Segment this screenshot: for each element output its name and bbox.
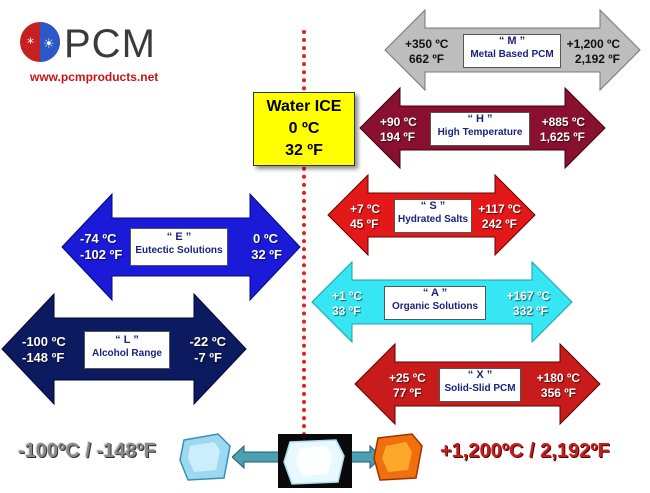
e-right-fahrenheit: 32 ºF: [251, 247, 282, 262]
l-right-fahrenheit: -7 ºF: [194, 350, 222, 365]
h-code: “ H ”: [467, 113, 493, 125]
water-cube-icon: [278, 434, 352, 488]
s-left-fahrenheit: 45 ºF: [350, 217, 379, 231]
l-left-celsius: -100 ºC: [22, 334, 66, 349]
s-right-fahrenheit: 242 ºF: [481, 217, 517, 231]
l-code: “ L ”: [115, 334, 139, 346]
e-label-box: “ E ” Eutectic Solutions: [130, 228, 228, 266]
water-ice-title: Water ICE: [266, 98, 342, 115]
m-left-celsius: +350 ºC: [405, 37, 449, 51]
arrow-alcohol-range: -100 ºC -148 ºF “ L ” Alcohol Range -22 …: [1, 292, 247, 406]
a-label-box: “ A ” Organic Solutions: [384, 286, 486, 320]
h-left-fahrenheit: 194 ºF: [380, 130, 416, 144]
range-maximum: +1,200ºC / 2,192ºF: [440, 440, 610, 462]
zero-degree-divider: [302, 30, 306, 485]
a-right-fahrenheit: 332 ºF: [512, 304, 548, 318]
x-left-fahrenheit: 77 ºF: [393, 386, 422, 400]
x-code: “ X ”: [467, 369, 493, 381]
a-code: “ A ”: [422, 287, 448, 299]
m-code: “ M ”: [498, 35, 526, 47]
m-label-box: “ M ” Metal Based PCM: [463, 34, 561, 68]
ice-cube-icon: [178, 430, 232, 482]
svg-text:*: *: [27, 36, 34, 52]
e-left-celsius: -74 ºC: [80, 231, 117, 246]
e-name: Eutectic Solutions: [135, 245, 223, 256]
l-left-fahrenheit: -148 ºF: [22, 350, 65, 365]
e-left-fahrenheit: -102 ºF: [80, 247, 123, 262]
logo-emblem-icon: * ☀: [20, 22, 60, 62]
a-left-fahrenheit: 33 ºF: [332, 304, 361, 318]
logo-brand-text: PCM: [64, 22, 156, 66]
m-left-fahrenheit: 662 ºF: [409, 52, 445, 66]
range-minimum: -100ºC / -148ºF: [18, 440, 156, 462]
arrow-eutectic-solutions: -74 ºC -102 ºF “ E ” Eutectic Solutions …: [61, 192, 301, 302]
svg-text:☀: ☀: [43, 37, 55, 52]
e-right-celsius: 0 ºC: [253, 231, 278, 246]
m-right-celsius: +1,200 ºC: [566, 37, 620, 51]
s-label-box: “ S ” Hydrated Salts: [394, 199, 472, 233]
a-right-celsius: +167 ºC: [506, 289, 550, 303]
a-left-celsius: +1 ºC: [332, 289, 363, 303]
arrow-solid-slid: +25 ºC 77 ºF “ X ” Solid-Slid PCM +180 º…: [354, 342, 601, 426]
fire-cube-icon: [372, 430, 424, 482]
s-left-celsius: +7 ºC: [350, 202, 381, 216]
l-name: Alcohol Range: [91, 348, 162, 359]
arrow-high-temperature: +90 ºC 194 ºF “ H ” High Temperature +88…: [359, 86, 606, 170]
water-ice-fahrenheit: 32 ºF: [285, 142, 323, 159]
s-code: “ S ”: [420, 200, 446, 212]
s-right-celsius: +117 ºC: [478, 202, 521, 216]
pcm-logo: * ☀: [18, 20, 168, 80]
h-right-celsius: +885 ºC: [541, 115, 585, 129]
m-right-fahrenheit: 2,192 ºF: [574, 52, 620, 66]
e-code: “ E ”: [166, 231, 192, 243]
x-right-fahrenheit: 356 ºF: [540, 386, 576, 400]
l-label-box: “ L ” Alcohol Range: [84, 331, 170, 369]
arrow-organic-solutions: +1 ºC 33 ºF “ A ” Organic Solutions +167…: [311, 260, 573, 344]
arrow-metal-based: +350 ºC 662 ºF “ M ” Metal Based PCM +1,…: [384, 8, 641, 92]
x-label-box: “ X ” Solid-Slid PCM: [439, 368, 521, 402]
h-name: High Temperature: [437, 127, 523, 138]
h-right-fahrenheit: 1,625 ºF: [539, 130, 585, 144]
l-right-celsius: -22 ºC: [189, 334, 226, 349]
arrow-hydrated-salts: +7 ºC 45 ºF “ S ” Hydrated Salts +117 ºC…: [327, 173, 536, 257]
x-name: Solid-Slid PCM: [444, 383, 516, 394]
h-label-box: “ H ” High Temperature: [430, 112, 530, 146]
water-ice-celsius: 0 ºC: [288, 120, 320, 137]
m-name: Metal Based PCM: [470, 49, 554, 60]
x-left-celsius: +25 ºC: [389, 371, 426, 385]
h-left-celsius: +90 ºC: [380, 115, 417, 129]
x-right-celsius: +180 ºC: [536, 371, 580, 385]
logo-url[interactable]: www.pcmproducts.net: [30, 70, 159, 84]
s-name: Hydrated Salts: [397, 214, 469, 225]
a-name: Organic Solutions: [391, 301, 479, 312]
water-ice-box: Water ICE 0 ºC 32 ºF: [253, 92, 355, 166]
